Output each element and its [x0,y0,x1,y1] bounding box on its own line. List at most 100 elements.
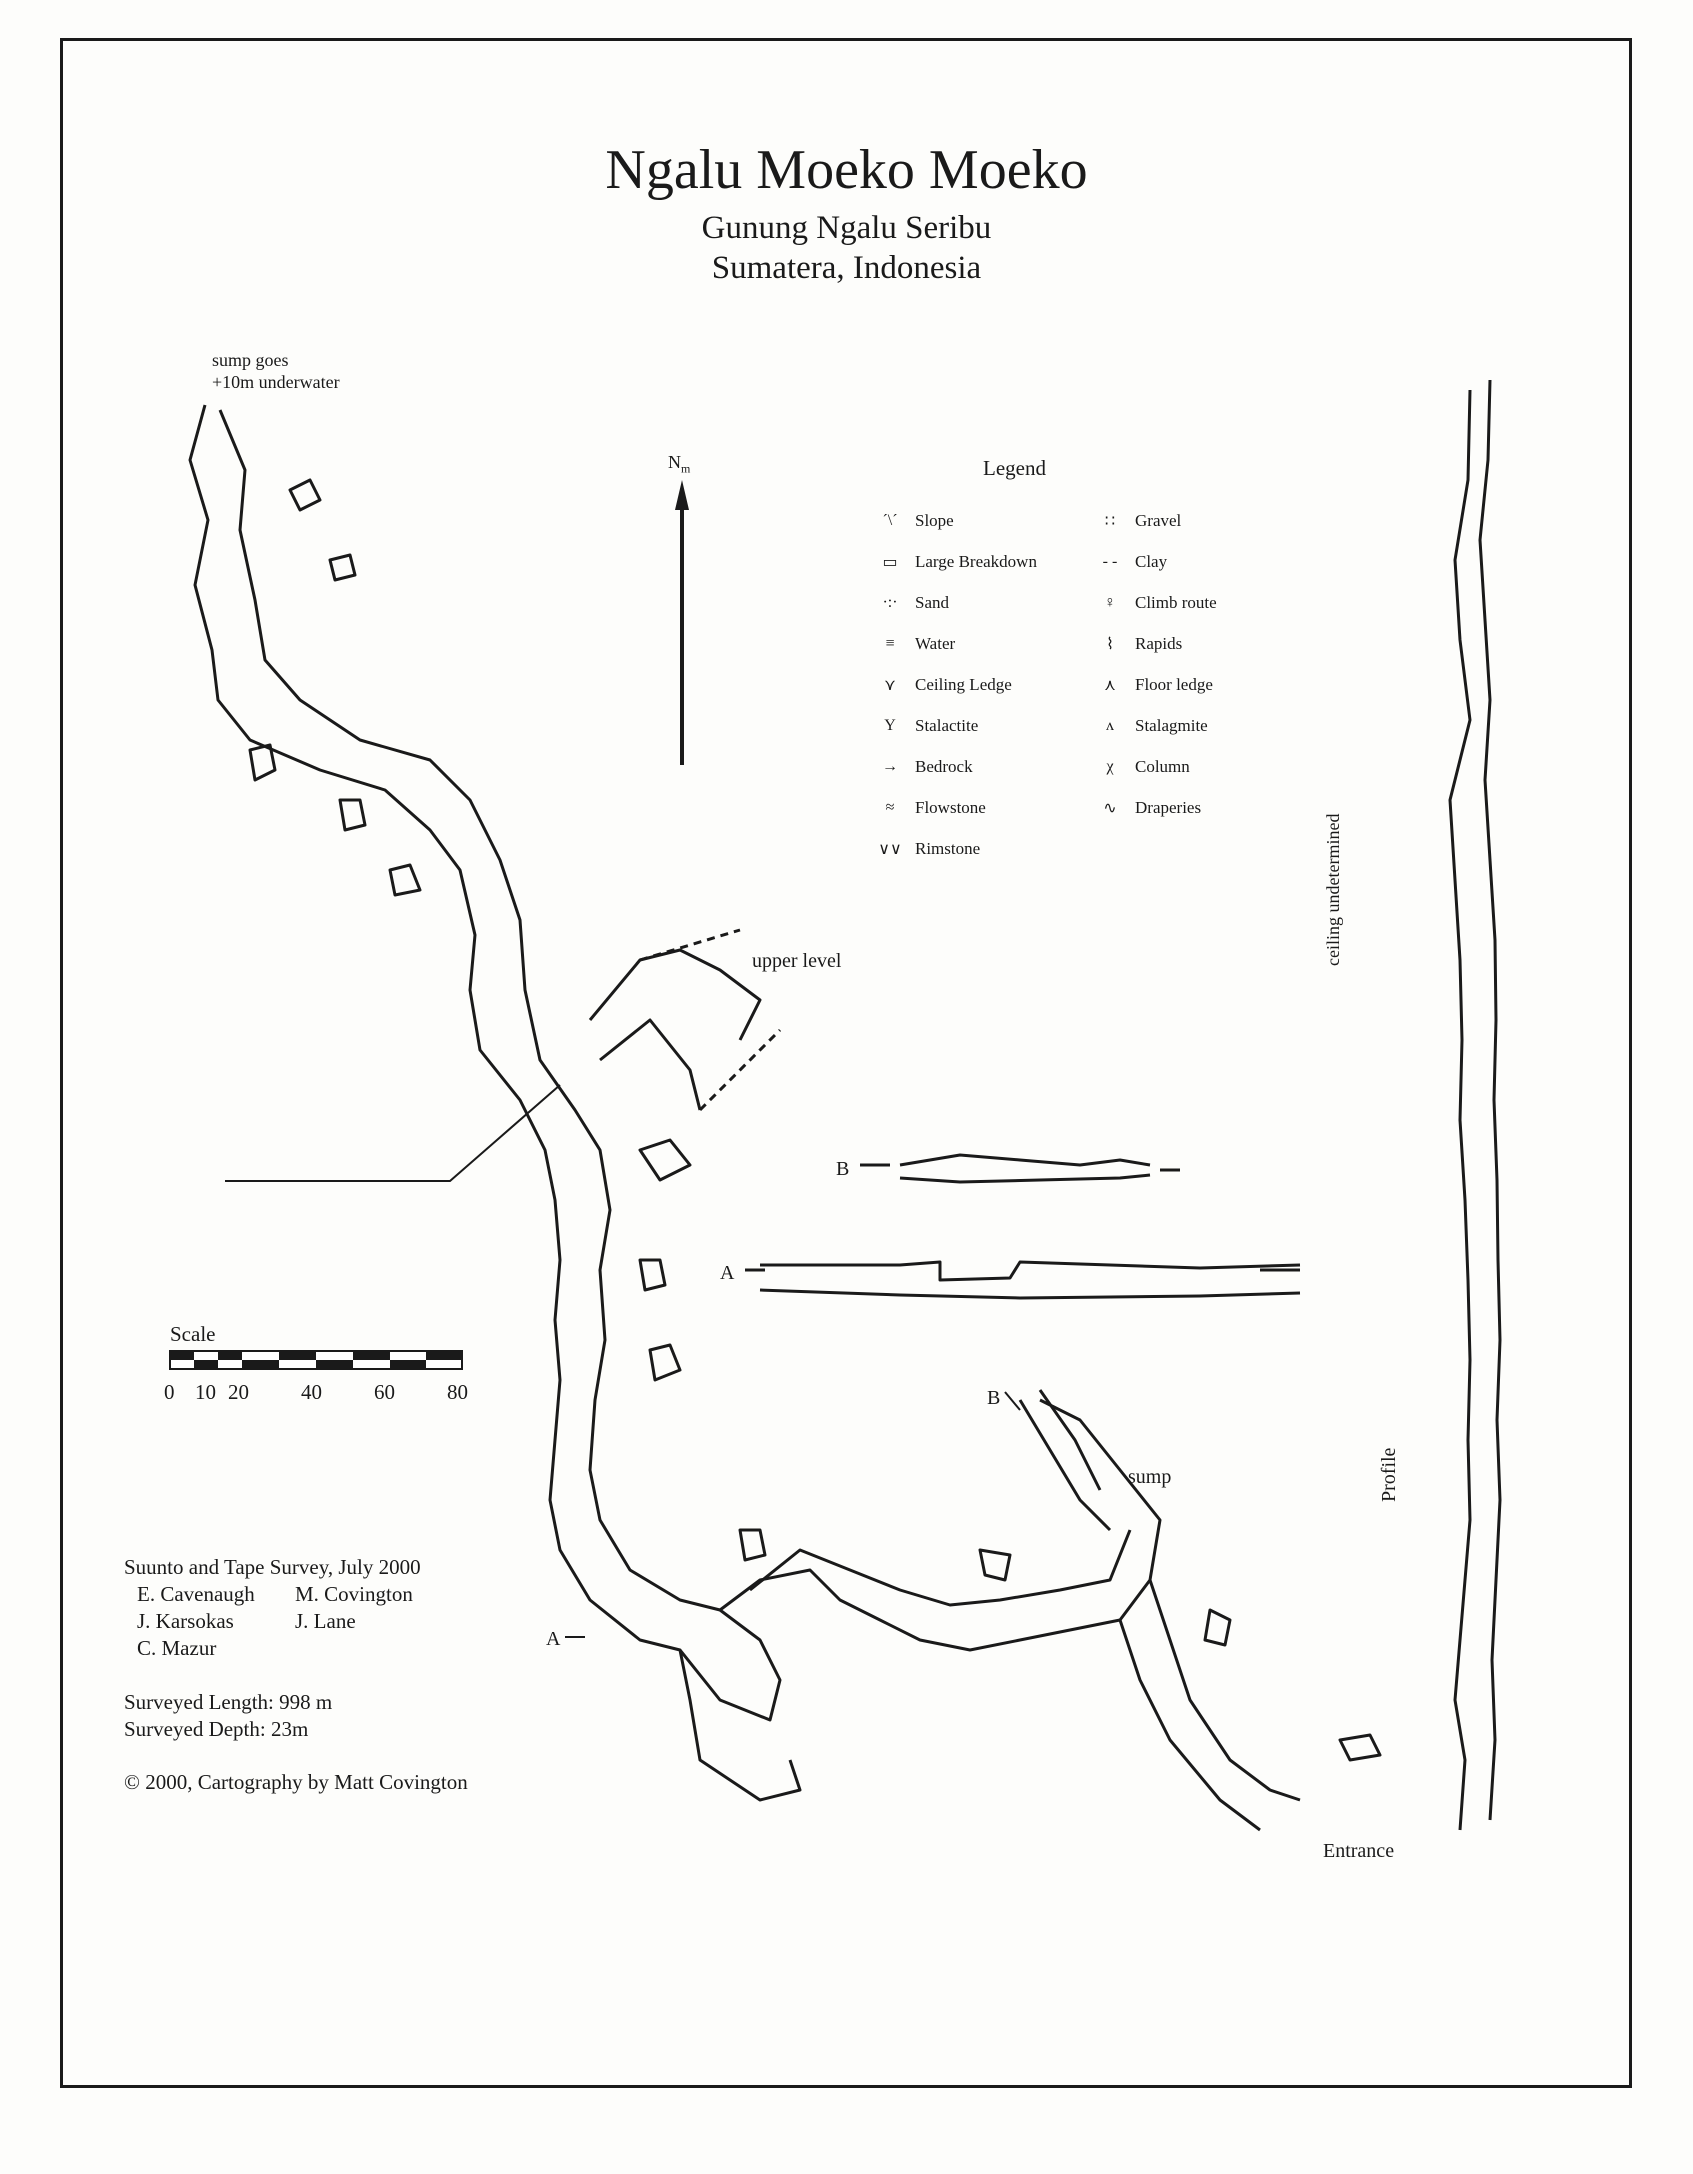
ceiling-undetermined-label: ceiling undetermined [1323,813,1343,966]
plan-b-label: B [987,1387,1001,1409]
legend-label: Gravel [1135,510,1182,530]
alcove-1 [288,478,322,512]
alcove-12 [1338,1733,1382,1762]
legend-item-draperies: ∿Draperies [1095,787,1217,828]
scale-tick-40: 40 [301,1380,322,1404]
legend-label: Water [915,633,956,653]
legend-label: Climb route [1135,592,1217,612]
legend-label: Sand [915,592,949,612]
legend-label: Flowstone [915,797,986,817]
scale-tick-10: 10 [195,1380,216,1404]
passage-lower-wall-inner [749,1529,1132,1607]
surveyor-covington: M. Covington [295,1582,413,1606]
legend-item-rapids: ⌇Rapids [1095,623,1217,664]
sump-label: sump [1128,1466,1172,1488]
plan-b-marker-line [1004,1391,1021,1411]
alcove-6 [638,1138,692,1182]
cross-section-a [745,1260,1301,1300]
legend-label: Large Breakdown [915,551,1037,571]
alcove-9 [738,1528,767,1562]
alcove-11 [1203,1608,1232,1647]
rapids-icon: ⌇ [1106,635,1114,653]
passage-to-entrance [1118,1579,1301,1832]
entrance-label: Entrance [1323,1840,1395,1862]
upper-level-dashed-link [639,928,782,1112]
legend-item-sand: ·:· Sand [875,582,1037,623]
alcove-3 [248,743,277,782]
map-title: Ngalu Moeko Moeko [605,139,1088,201]
legend-right-column: ∷Gravel - -Clay ♀Climb route ⌇Rapids ⋏Fl… [1095,500,1217,828]
map-border [60,38,1632,2088]
legend-item-rimstone: ∨∨ Rimstone [875,828,1037,869]
column-icon: χ [1106,757,1114,775]
alcove-5 [388,863,422,897]
legend-item-ceiling-ledge: ⋎ Ceiling Ledge [875,664,1037,705]
scale-title: Scale [170,1322,216,1346]
north-arrow-icon [675,480,689,765]
surveyor-lane: J. Lane [295,1609,356,1633]
ceiling-ledge-icon: ⋎ [884,676,896,694]
sump-goes-label: sump goes [212,350,289,370]
legend-label: Stalactite [915,715,979,735]
stalagmite-icon: ʌ [1106,716,1114,734]
legend-left-column: ´\´Slope ▭Large Breakdown ·:·Sand ≡Water… [875,500,1037,869]
legend-label: Bedrock [915,756,973,776]
legend-item-flowstone: ≈ Flowstone [875,787,1037,828]
legend-label: Clay [1135,551,1168,571]
upper-level-label: upper level [752,950,842,972]
stalactite-icon: Y [884,716,896,734]
section-b-label: B [836,1158,850,1180]
map-subtitle-region: Gunung Ngalu Seribu [701,210,992,246]
profile-label: Profile [1378,1447,1400,1502]
climb-route-icon: ♀ [1104,593,1116,611]
rimstone-icon: ∨∨ [878,840,902,858]
plan-a-label: A [546,1628,561,1650]
sump-depth-label: +10m underwater [212,372,340,392]
section-a-label: A [720,1262,735,1284]
upper-level-passage [588,948,762,1111]
scale-tick-60: 60 [374,1380,395,1404]
surveyed-length: Surveyed Length: 998 m [124,1690,333,1714]
legend-title: Legend [983,456,1046,480]
legend-item-column: χ Column [1095,746,1217,787]
gravel-icon: ∷ [1104,512,1116,530]
legend-item-large-breakdown: ▭Large Breakdown [875,541,1037,582]
water-icon: ≡ [885,634,895,652]
legend-item-climb-route: ♀ Climb route [1095,582,1217,623]
bedrock-icon: → [882,757,898,775]
surveyor-mazur: C. Mazur [137,1636,217,1660]
legend-label: Floor ledge [1135,674,1213,694]
map-subtitle-country: Sumatera, Indonesia [711,250,982,286]
alcove-2 [328,553,357,582]
surveyor-cavenaugh: E. Cavenaugh [137,1582,255,1606]
copyright: © 2000, Cartography by Matt Covington [124,1770,468,1794]
sand-icon: ·:· [882,593,898,611]
profile-wall-right [1478,379,1502,1821]
profile-wall-left [1448,389,1472,1831]
legend-label: Stalagmite [1135,715,1208,735]
sump-branch [1018,1389,1112,1532]
passage-wall-right [218,409,721,1612]
scale-tick-80: 80 [447,1380,468,1404]
legend-item-stalactite: Y Stalactite [875,705,1037,746]
scale-tick-0: 0 [164,1380,175,1404]
leader-line-1 [225,1084,561,1182]
north-label: Nm [668,452,691,476]
survey-method: Suunto and Tape Survey, July 2000 [124,1555,421,1579]
legend-item-bedrock: → Bedrock [875,746,1037,787]
legend-item-floor-ledge: ⋏Floor ledge [1095,664,1217,705]
alcove-4 [338,798,367,832]
passage-lower-meander [678,1398,1162,1722]
legend-label: Ceiling Ledge [915,674,1012,694]
legend-item-water: ≡ Water [875,623,1037,664]
surveyed-depth: Surveyed Depth: 23m [124,1717,309,1741]
legend-label: Column [1135,756,1190,776]
slope-icon: ´\´ [882,511,898,529]
legend-item-stalagmite: ʌ Stalagmite [1095,705,1217,746]
legend-label: Rimstone [915,838,981,858]
alcove-10 [978,1548,1012,1582]
alcove-8 [648,1343,682,1382]
alcove-7 [638,1258,667,1292]
flowstone-icon: ≈ [885,798,895,816]
